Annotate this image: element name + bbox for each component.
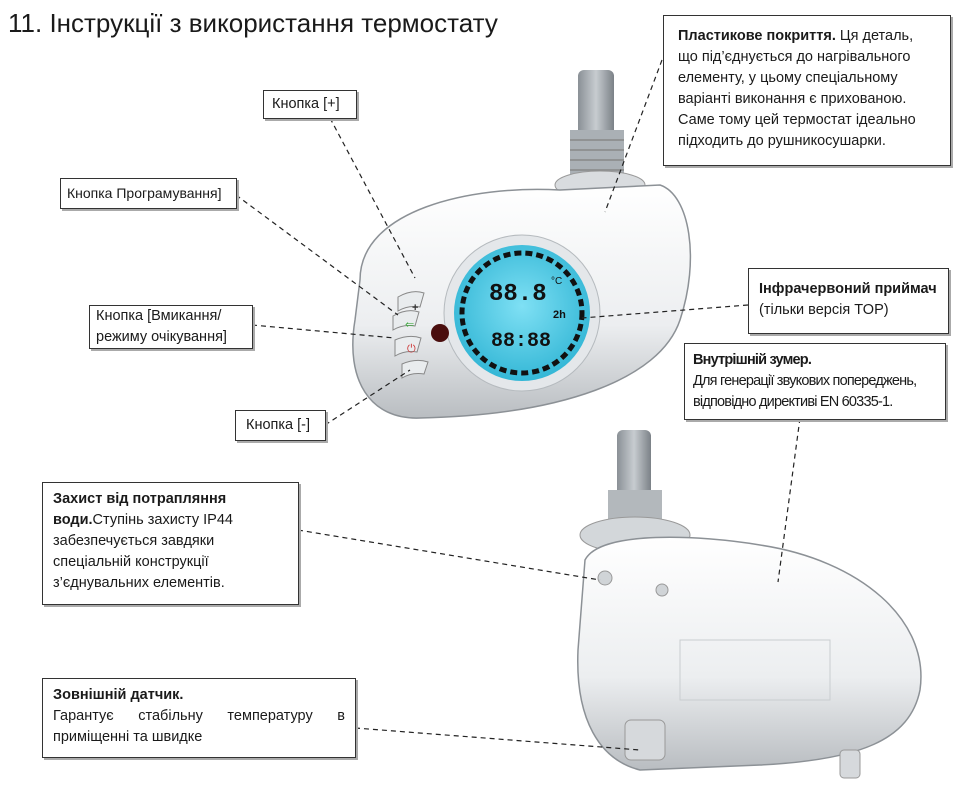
program-icon: ⇐ xyxy=(405,319,414,331)
callout-plus-button: Кнопка [+] xyxy=(263,90,357,119)
callout-text: Кнопка [Вмикання/ xyxy=(96,308,222,324)
plus-icon: + xyxy=(412,302,418,314)
callout-text: Для генерації звукових попереджень, відп… xyxy=(693,373,917,410)
callout-program-button: Кнопка Програмування] xyxy=(60,178,237,209)
callout-title: Пластикове покриття. xyxy=(678,28,836,44)
callout-buzzer: Внутрішній зумер. Для генерації звукових … xyxy=(684,343,946,420)
ir-receiver xyxy=(431,324,449,342)
callout-title: Інфрачервоний приймач xyxy=(759,281,937,297)
callout-text: Гарантує стабільну температуру в приміще… xyxy=(53,708,345,745)
callout-title: Захист від потрапляння води. xyxy=(53,491,227,528)
callout-text: (тільки версія TOP) xyxy=(759,302,889,318)
power-icon: ⏻ xyxy=(407,343,416,355)
lcd-temperature: 88.8 xyxy=(489,281,547,308)
thermostat-front-view: 88.8 °C 88:88 2h + ⇐ ⏻ xyxy=(352,70,692,419)
thermostat-rear-view xyxy=(577,430,922,779)
lcd-timer: 2h xyxy=(553,309,566,321)
lcd-time: 88:88 xyxy=(491,330,551,353)
callout-text: режиму очікування] xyxy=(96,329,227,345)
callout-title: Внутрішній зумер. xyxy=(693,352,812,368)
callout-power-button: Кнопка [Вмикання/режиму очікування] xyxy=(89,305,253,349)
lcd-unit: °C xyxy=(551,276,562,287)
callout-text: Кнопка Програмування] xyxy=(67,185,222,201)
callout-text: Кнопка [-] xyxy=(246,417,311,433)
callout-ir-receiver: Інфрачервоний приймач (тільки версія TOP) xyxy=(748,268,949,334)
leader-lines xyxy=(235,59,801,751)
callout-minus-button: Кнопка [-] xyxy=(235,410,326,441)
callout-water-protection: Захист від потрапляння води.Ступінь захи… xyxy=(42,482,299,605)
callout-title: Зовнішній датчик. xyxy=(53,687,184,703)
page-title: 11. Інструкції з використання термостату xyxy=(8,8,498,38)
callout-text: Кнопка [+] xyxy=(272,96,340,112)
callout-external-sensor: Зовнішній датчик. Гарантує стабільну темп… xyxy=(42,678,356,758)
callout-text: Ця деталь, що під’єднується до нагріваль… xyxy=(678,28,916,149)
callout-plastic-cover: Пластикове покриття. Ця деталь, що під’є… xyxy=(663,15,951,166)
callout-text: Ступінь захисту IP44 забезпечується завд… xyxy=(53,512,233,591)
